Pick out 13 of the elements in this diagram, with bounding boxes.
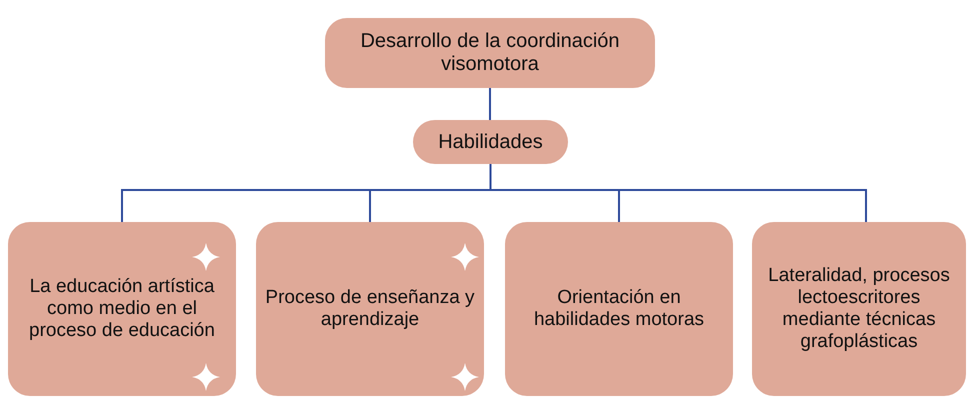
concept-box	[752, 222, 966, 396]
concept-box	[256, 222, 484, 396]
connector-line	[489, 88, 491, 120]
node-label: Habilidades	[438, 130, 543, 154]
node-label: Desarrollo de la coordinación visomotora	[359, 30, 621, 76]
concept-box	[8, 222, 236, 396]
node-label: La educación artística como medio en el proceso de educación	[28, 276, 216, 342]
concept-box	[325, 18, 655, 88]
concept-box	[413, 120, 568, 164]
node-label: Orientación en habilidades motoras	[532, 287, 706, 331]
node-label: Proceso de enseñanza y aprendizaje	[264, 287, 476, 331]
node-label: Lateralidad, procesos lectoescritores mediante técnicas grafoplásticas	[767, 265, 951, 353]
concept-box	[505, 222, 733, 396]
